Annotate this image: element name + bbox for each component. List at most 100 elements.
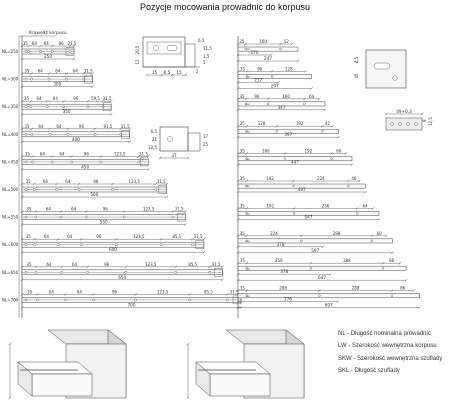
dim-tick <box>202 250 206 254</box>
slide-rail <box>237 156 353 162</box>
row-dim-label: 35 <box>239 94 245 99</box>
slide-end-bracket <box>158 185 167 194</box>
mount-hole <box>93 132 97 136</box>
row-dim-label: 64 <box>37 96 43 101</box>
row-dim-label: 123,5 <box>128 179 140 184</box>
row-dim-label: 35 <box>240 258 246 263</box>
row-dim-label: 64 <box>38 69 44 74</box>
mount-hole <box>24 215 28 219</box>
mount-hole <box>208 270 212 274</box>
mount-hole <box>24 105 28 108</box>
dim-tick <box>384 112 388 116</box>
dim-tick <box>82 72 86 75</box>
dimension-label: 597 <box>311 248 319 253</box>
dim-tick <box>20 44 24 48</box>
dim-tick <box>20 250 24 254</box>
row-dim-label: 96 <box>93 179 99 184</box>
mount-hole <box>24 270 28 274</box>
slide-end-bracket <box>140 157 149 167</box>
detail-label: 12,5 <box>148 145 157 150</box>
row-dim-label: 123,5 <box>133 234 145 239</box>
row-dim-label: 31,5 <box>84 69 93 74</box>
slide-rail <box>237 128 339 134</box>
dim-tick <box>183 210 187 213</box>
row-dim-label: 85,5 <box>188 262 197 267</box>
dim-tick <box>236 152 240 155</box>
row-dim-label: 123,5 <box>145 262 157 267</box>
dim-tick <box>170 73 174 77</box>
dim-tick <box>317 97 321 101</box>
row-dim-label: 52 <box>284 39 290 44</box>
rail-hole <box>398 122 402 126</box>
dimension-label: 500 <box>90 192 98 197</box>
rail-marker: ▫▫ <box>246 102 250 106</box>
row-dim-label: 85,5 <box>172 234 181 239</box>
row-dim-label: 35 <box>24 124 30 129</box>
dim-tick <box>390 289 394 292</box>
dim-tick <box>66 127 70 131</box>
detail-label: 45 <box>354 73 359 79</box>
row-code-label: NL=250 <box>2 49 19 54</box>
dim-tick <box>418 306 421 309</box>
dimension-label: 217 <box>254 77 262 82</box>
slide-end-bracket <box>177 212 186 222</box>
legend-item-skl: SKL - Długość szuflady <box>338 368 400 375</box>
mount-hole <box>47 77 51 81</box>
dimension-label: 400 <box>72 137 80 142</box>
row-dim-label: 86 <box>400 286 406 291</box>
dim-tick <box>99 155 103 158</box>
dim-tick <box>124 265 128 269</box>
row-dim-label: 68 <box>389 258 395 263</box>
dim-tick <box>20 265 24 269</box>
row-dim-label: 224 <box>270 231 278 236</box>
dim-tick <box>350 163 354 166</box>
dimension-label: 600 <box>109 247 117 252</box>
dim-tick <box>330 152 333 155</box>
mount-hole <box>321 130 324 133</box>
mount-hole <box>137 160 140 164</box>
dim-tick <box>111 182 114 186</box>
slide-rail <box>237 293 420 299</box>
slide-end-bracket <box>102 102 112 111</box>
row-dim-label: 35 <box>240 231 246 236</box>
dim-tick <box>225 293 229 296</box>
dim-tick <box>65 72 68 75</box>
dim-tick <box>331 124 334 128</box>
dim-tick <box>292 207 296 210</box>
slide-rail <box>237 74 312 79</box>
row-dim-label: 85,5 <box>204 289 213 294</box>
dim-tick <box>101 99 105 103</box>
row-dim-label: 64 <box>72 262 78 267</box>
mount-hole <box>33 243 37 246</box>
row-dim-label: 64 <box>363 203 369 208</box>
row-dim-label: 256 <box>322 203 330 208</box>
row-dim-label: 64 <box>71 207 77 212</box>
mount-hole <box>283 157 287 160</box>
row-code-label: NL=550 <box>2 215 19 220</box>
mount-hole <box>80 243 83 246</box>
mount-hole <box>300 239 303 243</box>
dimension-label: 497 <box>298 187 306 192</box>
row-dim-label: 64 <box>65 179 71 184</box>
mount-hole <box>99 160 103 164</box>
mount-hole <box>134 298 137 302</box>
dim-tick <box>86 99 90 103</box>
mount-hole <box>245 75 249 78</box>
row-dim-label: 35 <box>240 203 246 208</box>
row-code-label: NL=450 <box>2 159 19 164</box>
dimension-label: 49+0,3 <box>396 109 412 114</box>
row-dim-label: 160 <box>259 39 267 44</box>
dim-tick <box>236 207 240 210</box>
detail-label: 21 <box>152 137 158 142</box>
row-dim-label: 96 <box>112 289 118 294</box>
dim-tick <box>183 223 187 226</box>
slide-rail <box>237 183 366 189</box>
dim-tick <box>420 112 424 116</box>
mount-hole <box>154 188 158 191</box>
slide-rail <box>237 211 380 216</box>
row-dim-label: 35 <box>24 96 30 101</box>
